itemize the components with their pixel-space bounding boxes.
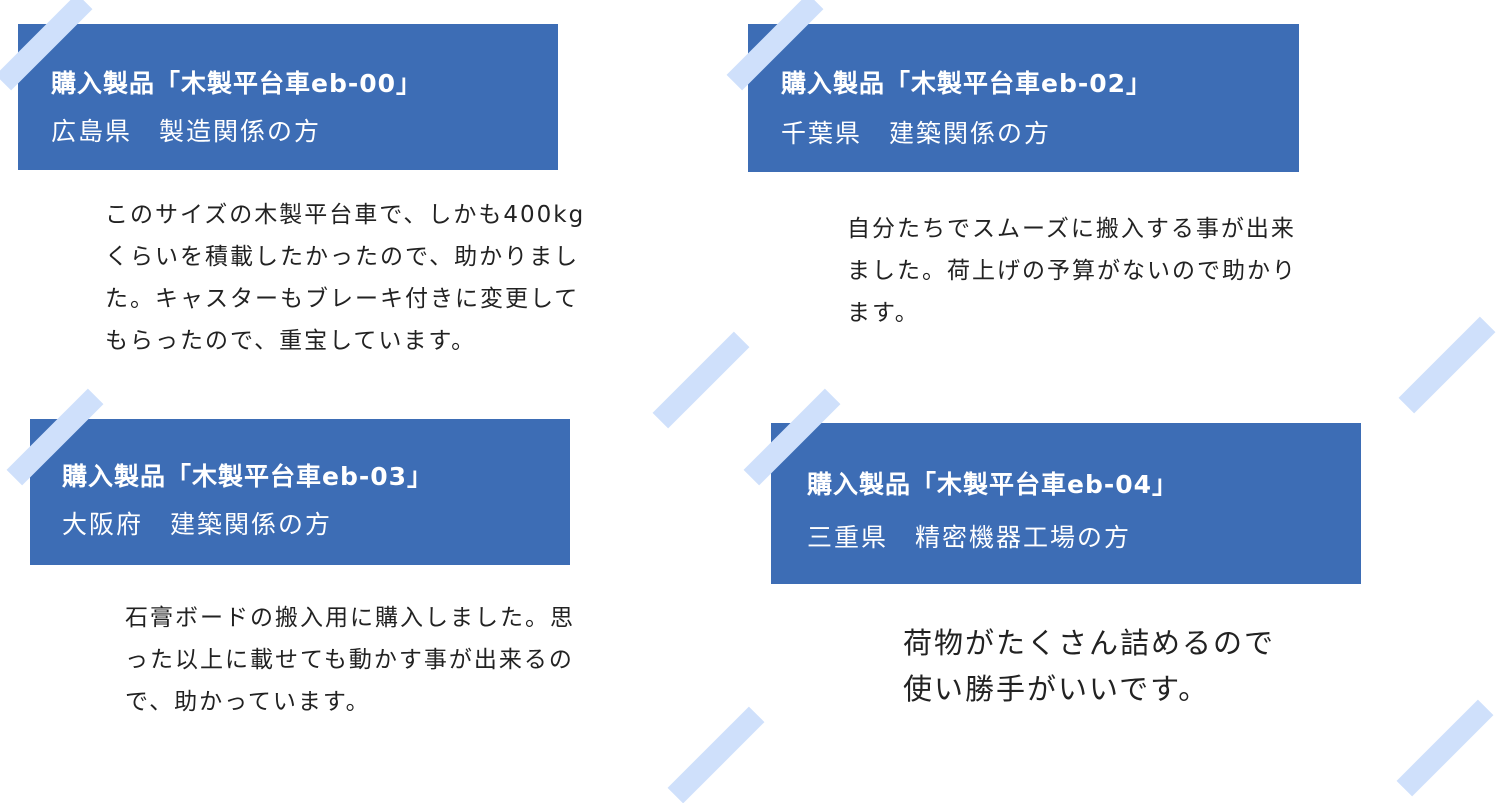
testimonial-header-2: 購入製品「木製平台車eb-02」 千葉県 建築関係の方 xyxy=(748,24,1299,172)
testimonial-body-2: 自分たちでスムーズに搬入する事が出来 ました。荷上げの予算がないので助かり ます… xyxy=(847,216,1297,326)
testimonial-body-3: 石膏ボードの搬入用に購入しました。思 った以上に載せても動かす事が出来るの で、… xyxy=(125,605,575,715)
testimonial-header-1: 購入製品「木製平台車eb-00」 広島県 製造関係の方 xyxy=(18,24,558,170)
testimonial-header-3: 購入製品「木製平台車eb-03」 大阪府 建築関係の方 xyxy=(30,419,570,565)
tape-decoration xyxy=(652,331,750,429)
customer-info: 千葉県 建築関係の方 xyxy=(781,119,1052,148)
tape-decoration xyxy=(667,706,765,803)
tape-decoration xyxy=(1396,699,1494,797)
testimonial-header-4: 購入製品「木製平台車eb-04」 三重県 精密機器工場の方 xyxy=(771,423,1361,584)
customer-info: 広島県 製造関係の方 xyxy=(51,117,322,146)
tape-decoration xyxy=(1398,316,1496,414)
customer-info: 大阪府 建築関係の方 xyxy=(62,510,333,539)
product-title: 購入製品「木製平台車eb-03」 xyxy=(62,462,434,491)
testimonial-body-4: 荷物がたくさん詰めるので 使い勝手がいいです。 xyxy=(903,626,1276,706)
product-title: 購入製品「木製平台車eb-00」 xyxy=(51,69,423,98)
product-title: 購入製品「木製平台車eb-02」 xyxy=(781,69,1153,98)
testimonial-body-1: このサイズの木製平台車で、しかも400kg くらいを積載したかったので、助かりま… xyxy=(105,202,586,354)
customer-info: 三重県 精密機器工場の方 xyxy=(807,523,1132,552)
product-title: 購入製品「木製平台車eb-04」 xyxy=(807,470,1179,499)
